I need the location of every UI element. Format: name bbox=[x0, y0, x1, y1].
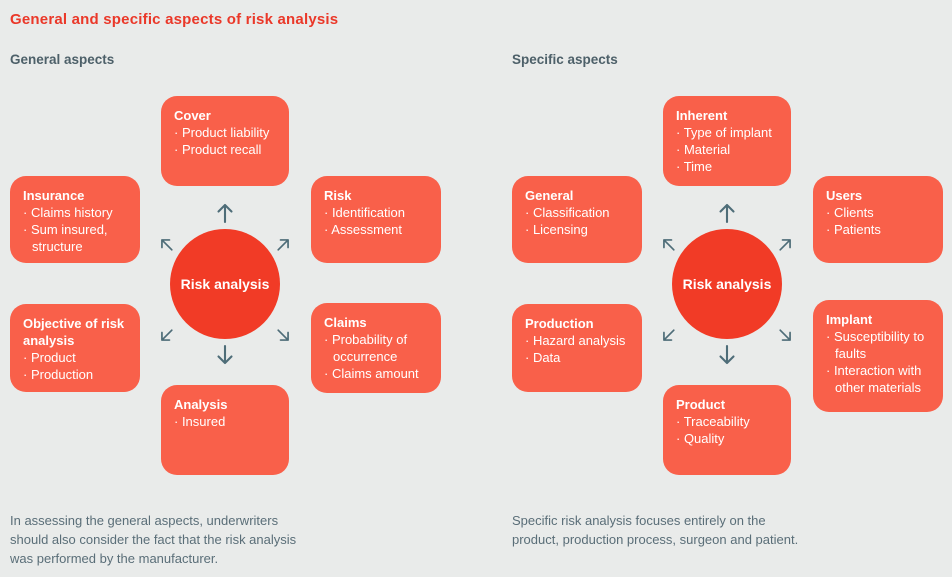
box-risk: Risk · Identification · Assessment bbox=[311, 176, 441, 263]
arrow-down-right-icon bbox=[779, 329, 791, 341]
box-item: · Identification bbox=[324, 205, 405, 220]
box-title: Risk bbox=[324, 188, 352, 203]
arrow-up-left-icon bbox=[161, 239, 173, 251]
arrow-up-right-icon bbox=[277, 239, 289, 251]
diagram-specific-aspects: Specific aspects Inherent · Type of impl… bbox=[502, 0, 952, 577]
box-items: · Clients · Patients bbox=[826, 204, 931, 238]
box-item: · Production bbox=[23, 367, 94, 382]
box-item: · Claims amount bbox=[324, 366, 419, 381]
box-objective-of-risk-analysis: Objective of risk analysis · Product· Pr… bbox=[10, 304, 140, 392]
section-header-general: General aspects bbox=[10, 52, 115, 67]
caption-specific: Specific risk analysis focuses entirely … bbox=[512, 513, 799, 547]
box-item: · Type of implant bbox=[676, 125, 772, 140]
arrow-up-left-icon bbox=[663, 239, 675, 251]
box-item: · Probability of occurrence bbox=[324, 332, 408, 364]
caption-general: In assessing the general aspects, underw… bbox=[10, 513, 297, 566]
box-items: · Claims history · Sum insured, structure bbox=[23, 204, 128, 255]
box-analysis: Analysis · Insured bbox=[161, 385, 289, 475]
box-item: · Traceability bbox=[676, 414, 750, 429]
box-title: Production bbox=[525, 316, 594, 331]
box-item: · Clients bbox=[826, 205, 874, 220]
box-implant: Implant · Susceptibility to faults· Inte… bbox=[813, 300, 943, 412]
box-cover: Cover · Product liability · Product recal… bbox=[161, 96, 289, 186]
risk-analysis-circle: Risk analysis bbox=[170, 229, 280, 339]
box-production: Production · Hazard analysis · Data bbox=[512, 304, 642, 392]
box-general: General · Classification · Licensing bbox=[512, 176, 642, 263]
box-item: · Licensing bbox=[525, 222, 588, 237]
page-title: General and specific aspects of risk ana… bbox=[10, 11, 339, 28]
box-title: Insurance bbox=[23, 188, 85, 203]
box-item: · Claims history bbox=[23, 205, 113, 220]
box-item: · Hazard analysis bbox=[525, 333, 626, 348]
box-title: Implant bbox=[826, 312, 873, 327]
risk-analysis-circle: Risk analysis bbox=[672, 229, 782, 339]
arrow-up-icon bbox=[719, 203, 735, 224]
box-item: · Product bbox=[23, 350, 76, 365]
arrow-down-icon bbox=[719, 344, 735, 365]
box-item: · Assessment bbox=[324, 222, 403, 237]
box-item: · Product recall bbox=[174, 142, 262, 157]
arrow-down-left-icon bbox=[663, 329, 675, 341]
box-items: · Product liability · Product recall bbox=[174, 124, 277, 158]
box-title: Product bbox=[676, 397, 726, 412]
box-title: General bbox=[525, 188, 574, 203]
box-insurance: Insurance · Claims history · Sum insured,… bbox=[10, 176, 140, 263]
box-items: · Insured bbox=[174, 413, 277, 430]
risk-analysis-label: Risk analysis bbox=[682, 276, 772, 292]
box-title: Users bbox=[826, 188, 863, 203]
arrow-up-icon bbox=[217, 203, 233, 224]
box-users: Users · Clients · Patients bbox=[813, 176, 943, 263]
box-claims: Claims · Probability of occurrence · Clai… bbox=[311, 303, 441, 393]
section-header-specific: Specific aspects bbox=[512, 52, 618, 67]
box-title: Inherent bbox=[676, 108, 728, 123]
box-item: · Interaction with other materials bbox=[826, 363, 922, 395]
box-inherent: Inherent · Type of implant · Material · Ti… bbox=[663, 96, 791, 186]
box-items: · Product · Production bbox=[23, 349, 128, 383]
box-items: · Type of implant · Material · Time bbox=[676, 124, 779, 175]
box-item: · Insured bbox=[174, 414, 226, 429]
box-product: Product · Traceability · Quality bbox=[663, 385, 791, 475]
box-item: · Time bbox=[676, 159, 713, 174]
box-item: · Material bbox=[676, 142, 731, 157]
box-items: · Hazard analysis · Data bbox=[525, 332, 630, 366]
box-item: · Quality bbox=[676, 431, 725, 446]
box-item: · Classification bbox=[525, 205, 610, 220]
arrow-up-right-icon bbox=[779, 239, 791, 251]
arrow-down-right-icon bbox=[277, 329, 289, 341]
box-title: Claims bbox=[324, 315, 367, 330]
box-items: · Classification · Licensing bbox=[525, 204, 630, 238]
box-title: Analysis bbox=[174, 397, 228, 412]
diagram-general-aspects: General aspects Cover · Product liabilit… bbox=[0, 0, 450, 577]
box-items: · Probability of occurrence · Claims amou… bbox=[324, 331, 429, 382]
box-item: · Patients bbox=[826, 222, 881, 237]
box-items: · Traceability · Quality bbox=[676, 413, 779, 447]
box-items: · Susceptibility to faults· Interaction … bbox=[826, 328, 931, 396]
arrow-down-icon bbox=[217, 344, 233, 365]
box-item: · Susceptibility to faults bbox=[826, 329, 925, 361]
box-item: · Product liability bbox=[174, 125, 270, 140]
risk-analysis-label: Risk analysis bbox=[180, 276, 270, 292]
box-title: Objective of risk analysis bbox=[23, 316, 125, 348]
box-title: Cover bbox=[174, 108, 211, 123]
arrow-down-left-icon bbox=[161, 329, 173, 341]
box-items: · Identification · Assessment bbox=[324, 204, 429, 238]
box-item: · Data bbox=[525, 350, 561, 365]
box-item: · Sum insured, structure bbox=[23, 222, 108, 254]
